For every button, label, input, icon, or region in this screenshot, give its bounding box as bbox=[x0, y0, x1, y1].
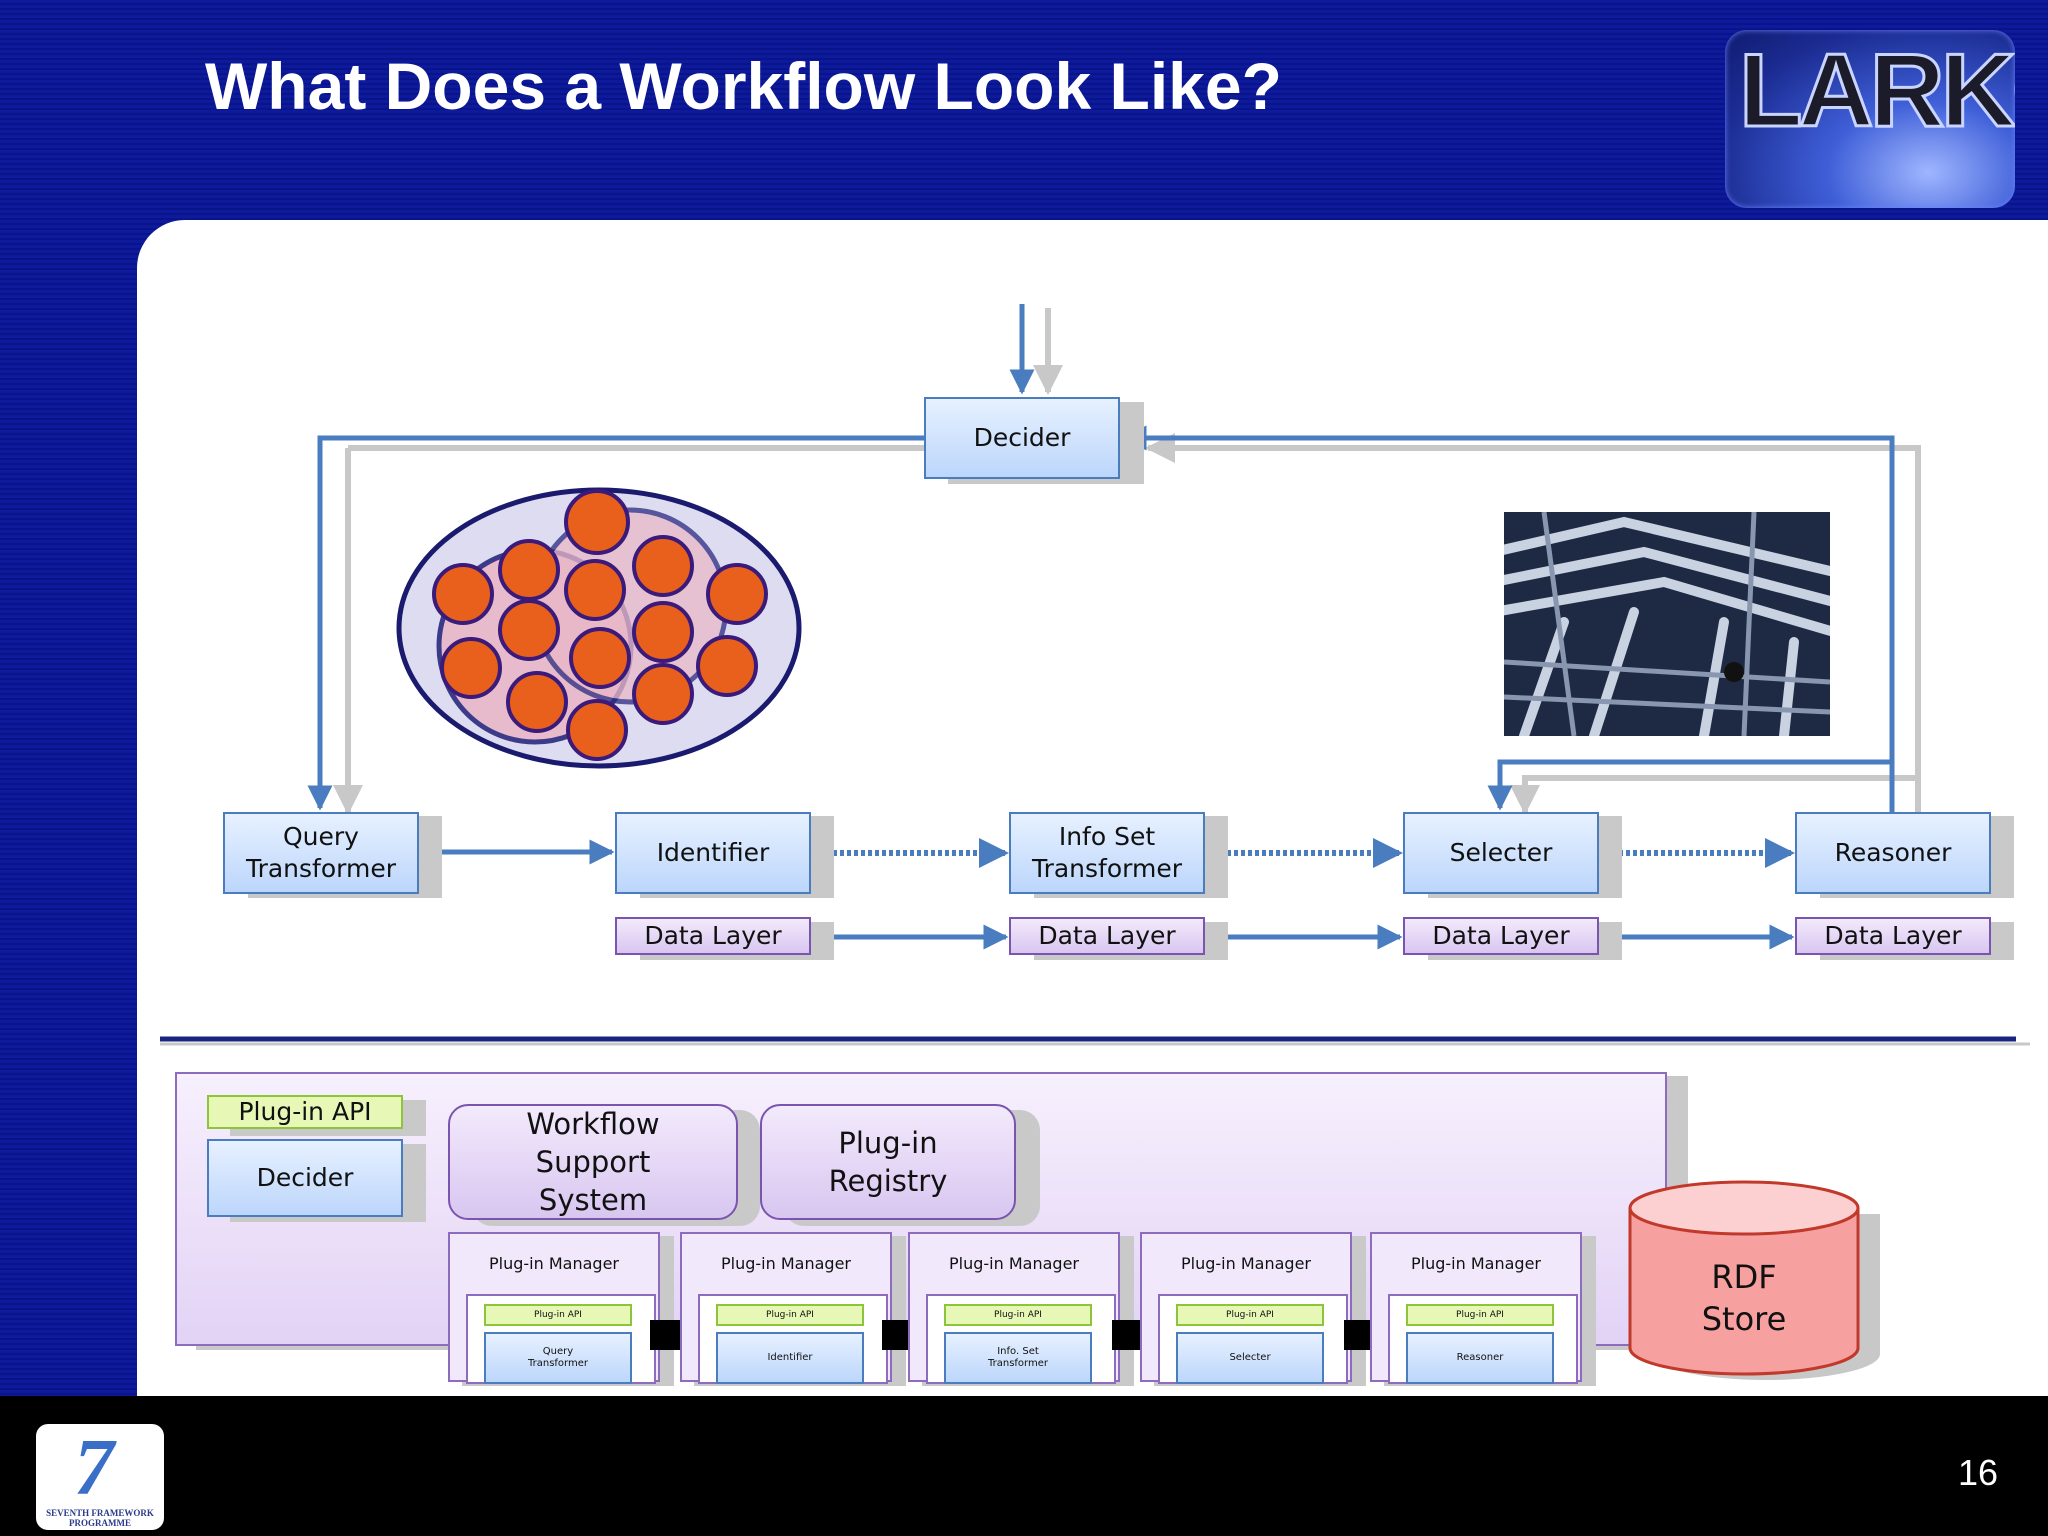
plugin-query-transformer: Query Transformer bbox=[484, 1332, 632, 1384]
plugin-api-label: Plug-in API bbox=[1406, 1304, 1554, 1326]
plugin-api-label: Plug-in API bbox=[484, 1304, 632, 1326]
plugin-manager-3: Plug-in Manager Plug-in API Info. Set Tr… bbox=[908, 1232, 1120, 1384]
plugin-container: Plug-in API Selecter bbox=[1158, 1294, 1348, 1384]
stage-identifier: Identifier bbox=[615, 812, 811, 894]
plugin-manager-label: Plug-in Manager bbox=[489, 1254, 619, 1273]
data-layer-2: Data Layer bbox=[1009, 917, 1205, 955]
plugin-api-label: Plug-in API bbox=[1176, 1304, 1324, 1326]
plugin-manager-1: Plug-in Manager Plug-in API Query Transf… bbox=[448, 1232, 660, 1384]
plugin-manager-4: Plug-in Manager Plug-in API Selecter bbox=[1140, 1232, 1352, 1384]
pipes-illustration bbox=[1504, 512, 1830, 736]
plugin-container: Plug-in API Query Transformer bbox=[466, 1294, 656, 1384]
plugin-api-label: Plug-in API bbox=[716, 1304, 864, 1326]
fp7-label: SEVENTH FRAMEWORK PROGRAMME bbox=[46, 1508, 154, 1528]
fp7-logo: 7 SEVENTH FRAMEWORK PROGRAMME bbox=[36, 1424, 164, 1530]
platform-plugin-api: Plug-in API bbox=[207, 1095, 403, 1129]
stage-selecter: Selecter bbox=[1403, 812, 1599, 894]
slide-title: What Does a Workflow Look Like? bbox=[205, 49, 1282, 123]
plugin-container: Plug-in API Identifier bbox=[698, 1294, 888, 1384]
fp7-numeral: 7 bbox=[74, 1424, 114, 1512]
plugin-registry: Plug-in Registry bbox=[760, 1104, 1016, 1220]
plugin-selecter: Selecter bbox=[1176, 1332, 1324, 1384]
decider-box: Decider bbox=[924, 397, 1120, 479]
data-layer-4: Data Layer bbox=[1795, 917, 1991, 955]
plugin-manager-5: Plug-in Manager Plug-in API Reasoner bbox=[1370, 1232, 1582, 1384]
rdf-store-cylinder bbox=[1628, 1180, 1880, 1380]
data-cluster-diagram bbox=[396, 487, 802, 769]
plugin-api-label: Plug-in API bbox=[944, 1304, 1092, 1326]
data-layer-1: Data Layer bbox=[615, 917, 811, 955]
plugin-manager-label: Plug-in Manager bbox=[721, 1254, 851, 1273]
rdf-store-label: RDF Store bbox=[1701, 1258, 1787, 1338]
plugin-manager-label: Plug-in Manager bbox=[1411, 1254, 1541, 1273]
plugin-reasoner: Reasoner bbox=[1406, 1332, 1554, 1384]
page-number: 16 bbox=[1957, 1452, 1998, 1493]
platform-decider: Decider bbox=[207, 1139, 403, 1217]
plugin-container: Plug-in API Reasoner bbox=[1388, 1294, 1578, 1384]
plugin-info-set-transformer: Info. Set Transformer bbox=[944, 1332, 1092, 1384]
rdf-store: RDF Store bbox=[1628, 1180, 1888, 1390]
pipes-photo bbox=[1504, 512, 1830, 736]
stage-query-transformer: Query Transformer bbox=[223, 812, 419, 894]
plugin-manager-label: Plug-in Manager bbox=[1181, 1254, 1311, 1273]
data-layer-3: Data Layer bbox=[1403, 917, 1599, 955]
plugin-container: Plug-in API Info. Set Transformer bbox=[926, 1294, 1116, 1384]
workflow-support-system: Workflow Support System bbox=[448, 1104, 738, 1220]
stage-info-set-transformer: Info Set Transformer bbox=[1009, 812, 1205, 894]
stage-reasoner: Reasoner bbox=[1795, 812, 1991, 894]
plugin-manager-label: Plug-in Manager bbox=[949, 1254, 1079, 1273]
logo-text: LARKC bbox=[1738, 32, 2015, 151]
plugin-identifier: Identifier bbox=[716, 1332, 864, 1384]
footer-bar bbox=[0, 1396, 2048, 1536]
plugin-manager-2: Plug-in Manager Plug-in API Identifier bbox=[680, 1232, 892, 1384]
larkc-logo: LARKC bbox=[1725, 30, 2015, 208]
